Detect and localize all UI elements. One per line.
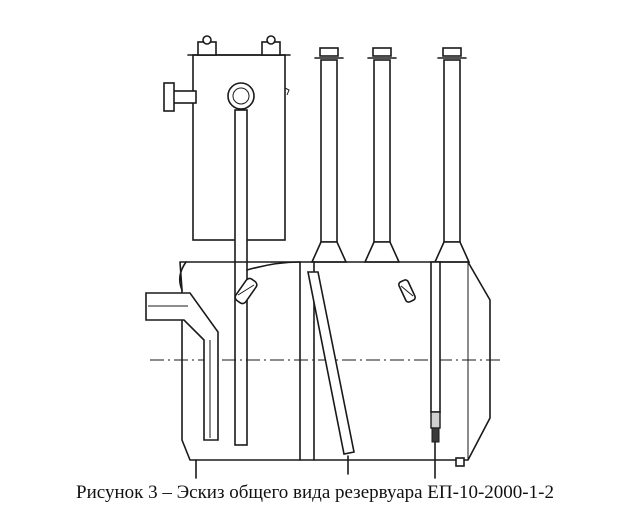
column-porthole bbox=[227, 82, 255, 110]
tank-sketch-drawing bbox=[145, 35, 500, 479]
oval-hatch-left bbox=[234, 277, 258, 305]
vent-pipe-1 bbox=[310, 47, 348, 263]
vent-pipe-3 bbox=[433, 47, 471, 263]
top-nozzle-left bbox=[197, 35, 217, 56]
gauge-pipe bbox=[430, 261, 441, 479]
figure-caption: Рисунок 3 – Эскиз общего вида резервуара… bbox=[76, 482, 554, 503]
inlet-elbow-pipe bbox=[145, 292, 219, 441]
column-inner-pipe bbox=[234, 109, 248, 446]
inclined-internal-pipe bbox=[307, 271, 355, 455]
top-nozzle-right bbox=[261, 35, 281, 56]
vertical-column bbox=[163, 35, 291, 446]
support-legs bbox=[195, 455, 465, 479]
oval-hatch-right bbox=[398, 279, 416, 303]
vent-pipe-2 bbox=[363, 47, 401, 263]
side-inlet-pipe bbox=[163, 82, 197, 112]
